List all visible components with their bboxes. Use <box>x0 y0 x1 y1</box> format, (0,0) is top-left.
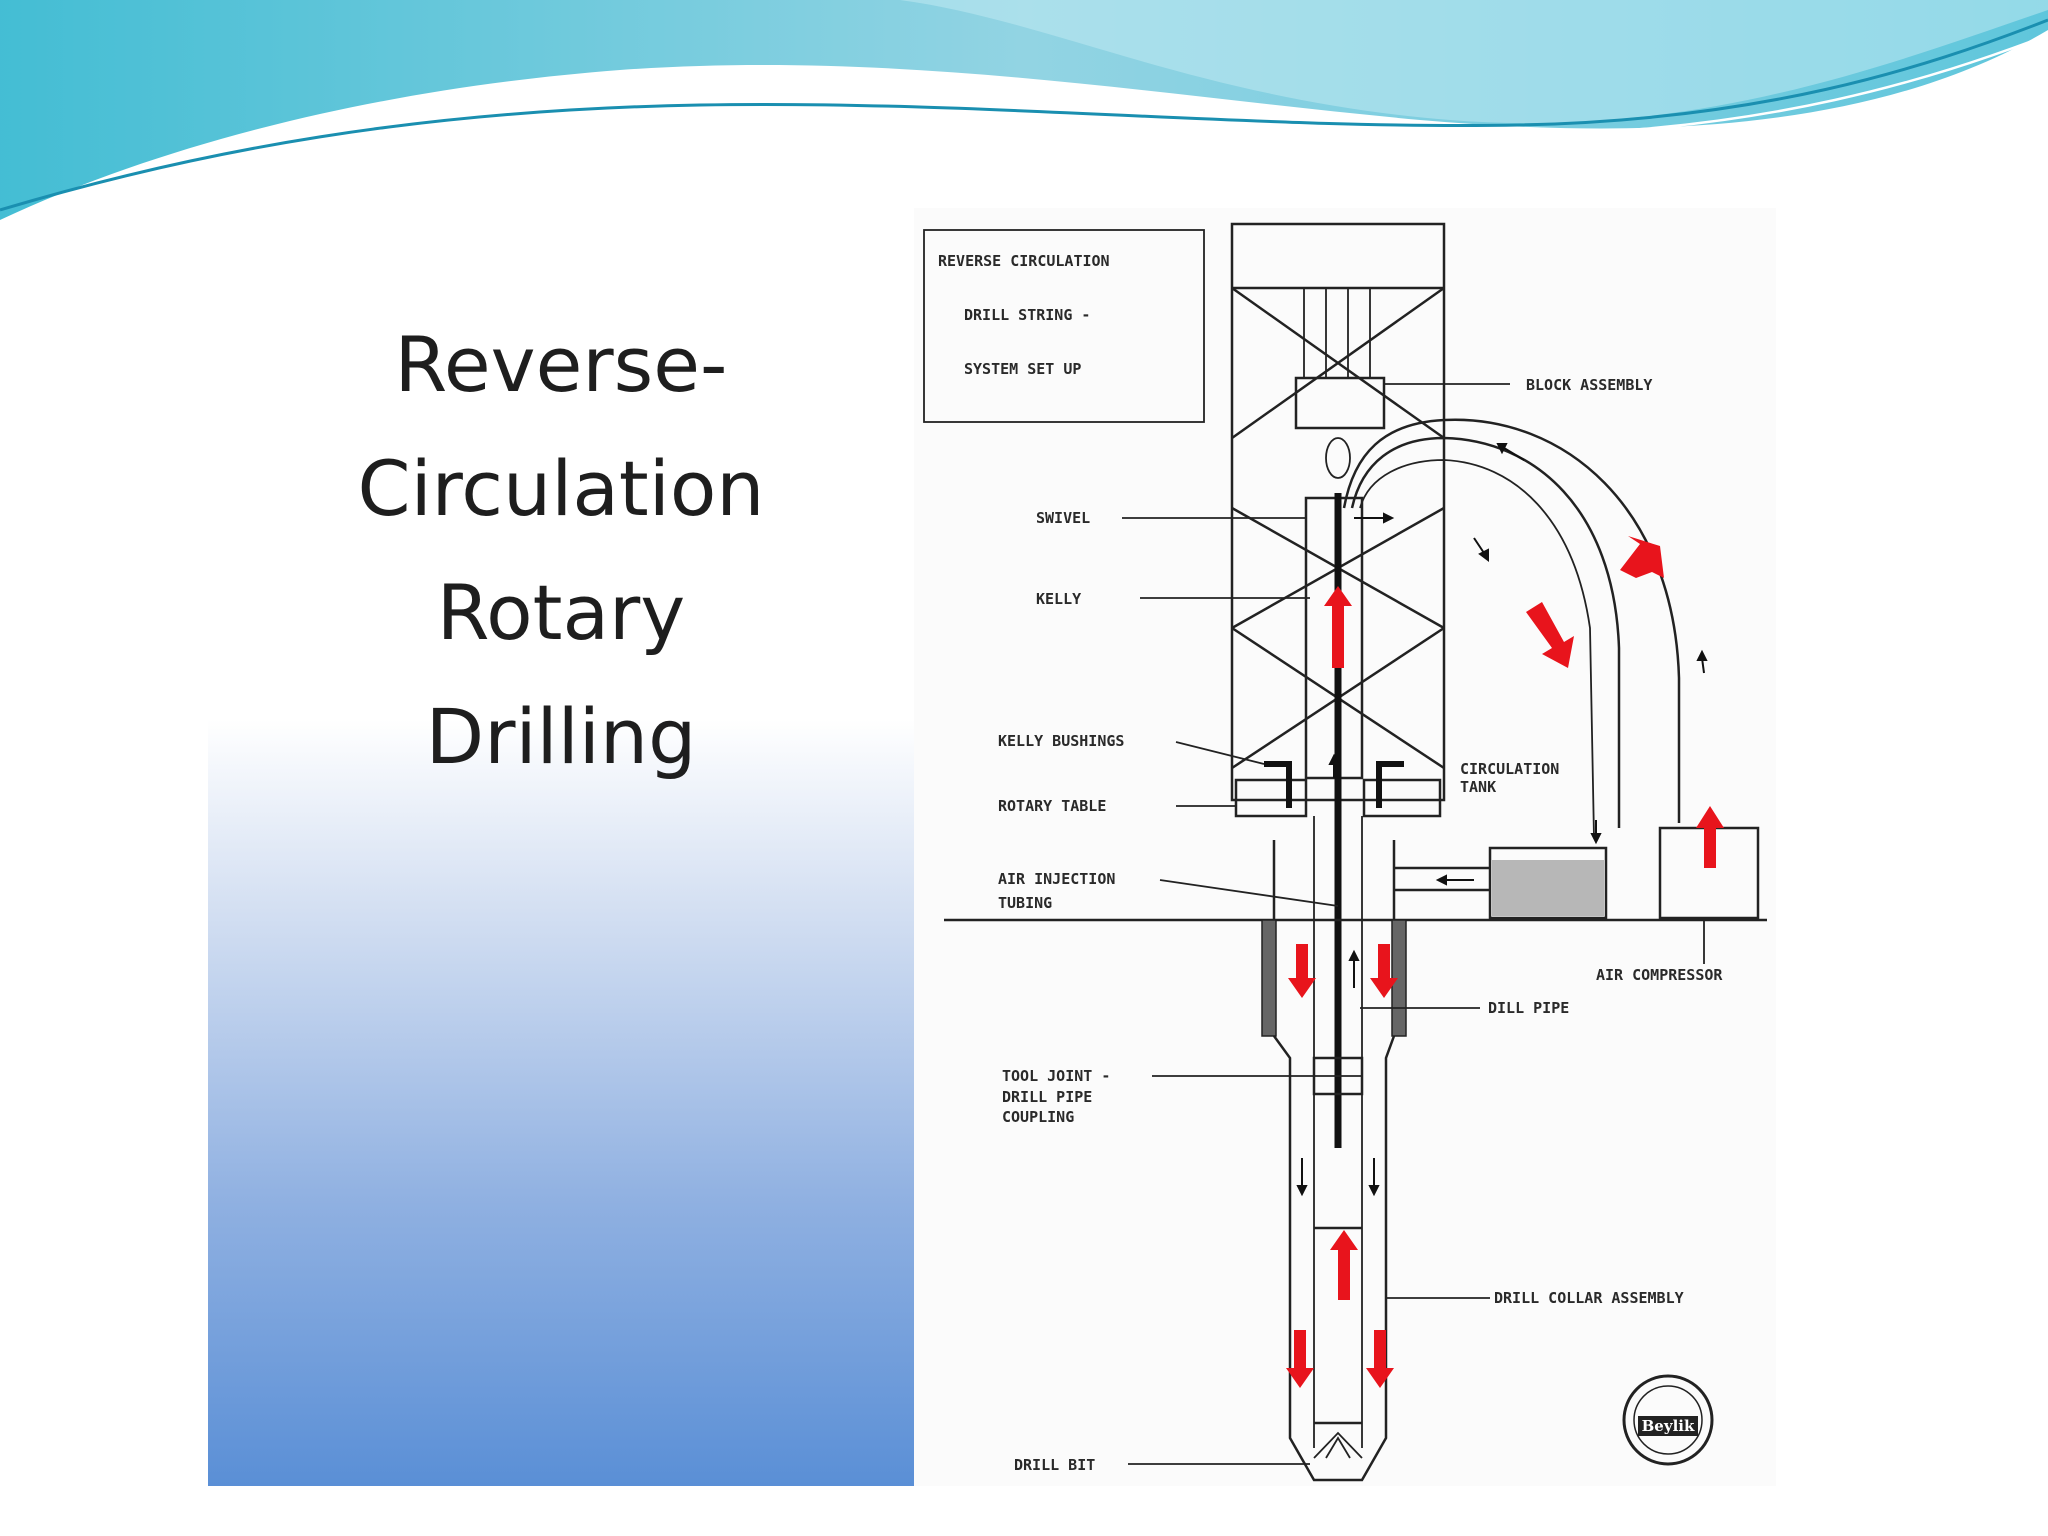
label-block-assembly: BLOCK ASSEMBLY <box>1526 376 1652 394</box>
flow-arrow-hose-up <box>1620 536 1664 578</box>
title-line-4: Drilling <box>425 692 697 781</box>
diagram-title-line-3: SYSTEM SET UP <box>964 360 1081 378</box>
title-line-1: Reverse- <box>394 320 728 409</box>
slide-title: Reverse- Circulation Rotary Drilling <box>208 303 914 799</box>
header-wave-decoration <box>0 0 2048 227</box>
label-air-compressor: AIR COMPRESSOR <box>1596 966 1723 984</box>
drill-bit <box>1313 1431 1363 1459</box>
title-line-3: Rotary <box>436 568 686 657</box>
title-line-2: Circulation <box>357 444 765 533</box>
casing-left <box>1261 919 1277 1037</box>
label-swivel: SWIVEL <box>1036 509 1090 527</box>
flow-arrow-down-annulus-left <box>1288 944 1316 998</box>
diagram-title-box <box>923 229 1205 423</box>
return-hose <box>1342 418 1681 823</box>
label-tool-joint-1: TOOL JOINT - <box>1002 1067 1110 1085</box>
label-air-injection-2: TUBING <box>998 894 1052 912</box>
label-rotary-table: ROTARY TABLE <box>998 797 1106 815</box>
drilling-diagram: REVERSE CIRCULATION DRILL STRING - SYSTE… <box>923 222 1767 1482</box>
flow-arrow-up-collar <box>1330 1230 1358 1300</box>
flow-arrow-compressor-up <box>1696 806 1724 868</box>
flow-arrow-up-kelly <box>1324 586 1352 668</box>
flow-arrows <box>1286 536 1724 1388</box>
flow-arrow-down-bit-right <box>1366 1330 1394 1388</box>
rotary-table-right <box>1362 778 1442 818</box>
title-panel: Reverse- Circulation Rotary Drilling <box>208 208 914 1486</box>
beylik-logo-seal: Beylik <box>1622 1374 1714 1466</box>
label-tool-joint-2: DRILL PIPE <box>1002 1088 1092 1106</box>
borehole <box>1272 1035 1396 1482</box>
hook <box>1325 437 1351 479</box>
label-kelly: KELLY <box>1036 590 1081 608</box>
inner-hose <box>1359 459 1595 839</box>
direction-arrows <box>1296 443 1708 1197</box>
diagram-title-line-1: REVERSE CIRCULATION <box>938 252 1110 270</box>
diagram-title-line-2: DRILL STRING - <box>964 306 1090 324</box>
label-drill-collar: DRILL COLLAR ASSEMBLY <box>1494 1289 1684 1307</box>
logo-text: Beylik <box>1642 1417 1695 1435</box>
wellhead <box>1272 840 1396 1036</box>
kelly-bushing-right <box>1376 761 1404 808</box>
label-circulation-tank-2: TANK <box>1460 778 1496 796</box>
block-assembly <box>1294 376 1386 430</box>
label-drill-bit: DRILL BIT <box>1014 1456 1095 1474</box>
kelly-bushing-left <box>1264 761 1292 808</box>
label-air-injection-1: AIR INJECTION <box>998 870 1115 888</box>
rotary-table-left <box>1234 778 1308 818</box>
label-kelly-bushings: KELLY BUSHINGS <box>998 732 1124 750</box>
hose-outer <box>1350 436 1621 828</box>
drilling-diagram-panel: REVERSE CIRCULATION DRILL STRING - SYSTE… <box>914 208 1776 1486</box>
flow-arrow-down-bit-left <box>1286 1330 1314 1388</box>
label-circulation-tank-1: CIRCULATION <box>1460 760 1559 778</box>
label-drill-pipe: DILL PIPE <box>1488 999 1569 1017</box>
leader-lines <box>1122 383 1705 1465</box>
flow-arrow-down-annulus-right <box>1370 944 1398 998</box>
circulation-tank <box>1488 846 1608 920</box>
label-tool-joint-3: COUPLING <box>1002 1108 1074 1126</box>
flow-arrow-hose-down <box>1526 602 1574 668</box>
tank-water <box>1492 860 1604 916</box>
